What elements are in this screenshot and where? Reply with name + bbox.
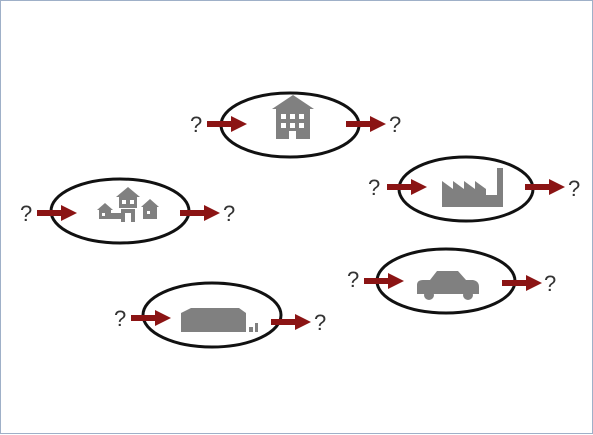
output-arrow (346, 116, 386, 132)
input-label: ? (114, 306, 126, 331)
output-label: ? (389, 112, 401, 137)
input-arrow (37, 205, 77, 221)
input-label: ? (368, 175, 380, 200)
warehouse-icon (181, 308, 258, 332)
input-arrow (207, 116, 247, 132)
input-arrow (131, 310, 171, 326)
car-icon (417, 271, 479, 300)
output-arrow (502, 275, 542, 291)
node-factory: ? ? (368, 155, 580, 223)
input-label: ? (347, 267, 359, 292)
input-label: ? (20, 201, 32, 226)
village-icon (97, 187, 159, 222)
output-label: ? (223, 201, 235, 226)
node-house: ? ? (190, 91, 401, 159)
input-label: ? (190, 112, 202, 137)
input-arrow (387, 179, 427, 195)
node-village: ? ? (20, 177, 235, 245)
output-label: ? (544, 271, 556, 296)
factory-icon (442, 168, 503, 207)
output-label: ? (314, 310, 326, 335)
node-car: ? ? (347, 247, 556, 315)
node-warehouse: ? ? (114, 281, 326, 349)
input-arrow (364, 273, 404, 289)
house-icon (272, 95, 314, 139)
output-label: ? (568, 176, 580, 201)
